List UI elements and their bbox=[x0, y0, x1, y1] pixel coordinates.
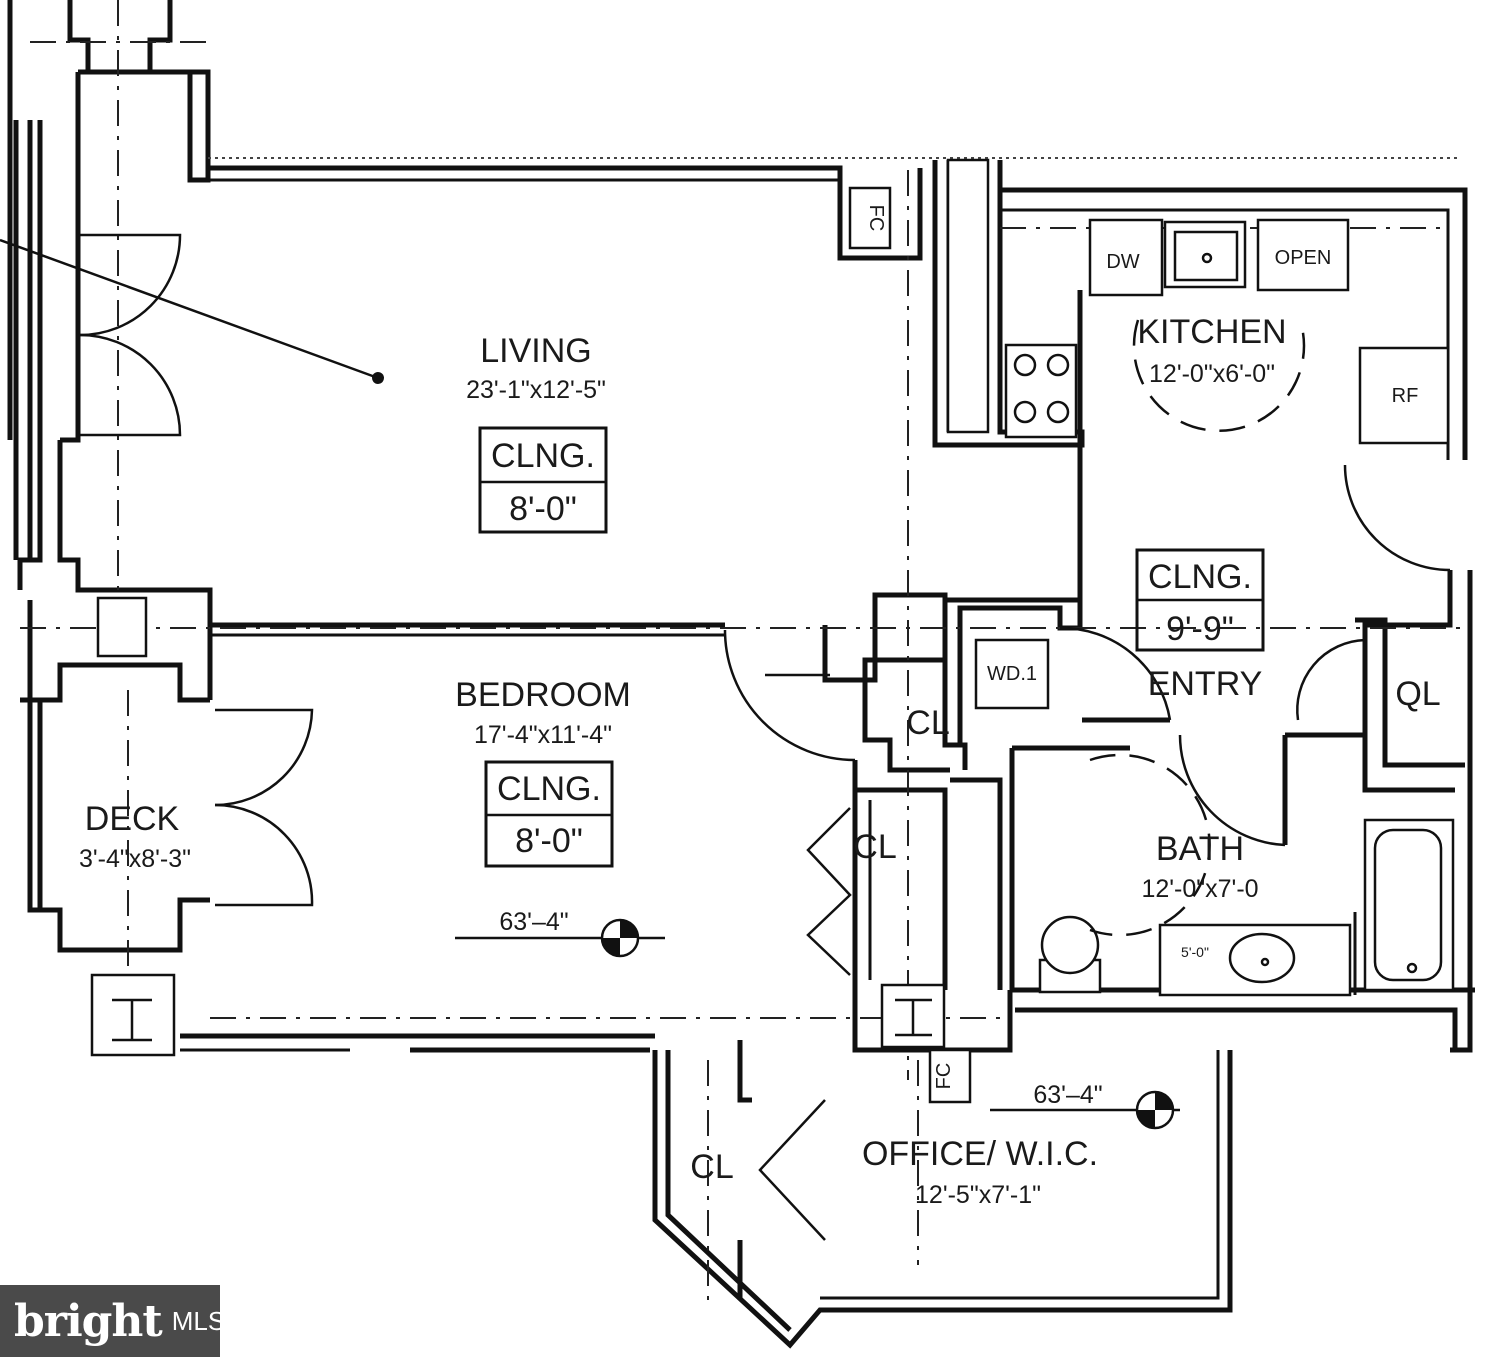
living-ceiling-label: CLNG. bbox=[491, 437, 595, 475]
open-label: OPEN bbox=[1275, 247, 1332, 269]
wd-label: WD.1 bbox=[987, 663, 1037, 685]
bedroom-ceiling-label: CLNG. bbox=[497, 770, 601, 808]
doors bbox=[79, 233, 1451, 1241]
logo-suffix: MLS bbox=[171, 1305, 226, 1336]
fc-label-top: FC bbox=[865, 205, 887, 232]
fc-label-bottom: FC bbox=[933, 1063, 955, 1090]
deck-size: 3'-4"x8'-3" bbox=[79, 845, 191, 873]
entry-name: ENTRY bbox=[1148, 665, 1263, 703]
bedroom-elevation: 63'–4" bbox=[499, 908, 568, 936]
ql-label: QL bbox=[1395, 675, 1440, 713]
kitchen-size: 12'-0"x6'-0" bbox=[1149, 360, 1275, 388]
vanity-size: 5'-0" bbox=[1181, 944, 1209, 960]
cl-label-3: CL bbox=[690, 1148, 733, 1186]
bath-size: 12'-0"x7'-0 bbox=[1141, 875, 1258, 903]
ceiling-boxes bbox=[478, 426, 1265, 868]
center-lines bbox=[20, 0, 1465, 1300]
cl-label-1: CL bbox=[906, 704, 949, 742]
deck-name: DECK bbox=[85, 800, 180, 838]
kitchen-name: KITCHEN bbox=[1137, 313, 1286, 351]
dw-label: DW bbox=[1106, 251, 1139, 273]
walls bbox=[7, 0, 1475, 1349]
bath-name: BATH bbox=[1156, 830, 1244, 868]
cl-label-2: CL bbox=[853, 828, 896, 866]
office-size: 12'-5"x7'-1" bbox=[915, 1181, 1041, 1209]
office-name: OFFICE/ W.I.C. bbox=[862, 1135, 1098, 1173]
bedroom-name: BEDROOM bbox=[455, 676, 631, 714]
living-ceiling: 8'-0" bbox=[509, 490, 577, 528]
logo-brand: bright bbox=[14, 1295, 163, 1347]
living-size: 23'-1"x12'-5" bbox=[466, 376, 606, 404]
bedroom-size: 17'-4"x11'-4" bbox=[474, 721, 612, 749]
bedroom-ceiling: 8'-0" bbox=[515, 822, 583, 860]
labels: LIVING 23'-1"x12'-5" CLNG. 8'-0" KITCHEN… bbox=[79, 205, 1441, 1209]
office-elevation: 63'–4" bbox=[1033, 1081, 1102, 1109]
entry-ceiling-label: CLNG. bbox=[1148, 558, 1252, 596]
fixtures bbox=[0, 158, 1455, 1130]
entry-ceiling: 9'-9" bbox=[1166, 610, 1234, 648]
bright-mls-logo: bright MLS bbox=[0, 1285, 225, 1357]
living-name: LIVING bbox=[480, 332, 591, 370]
rf-label: RF bbox=[1392, 385, 1419, 407]
